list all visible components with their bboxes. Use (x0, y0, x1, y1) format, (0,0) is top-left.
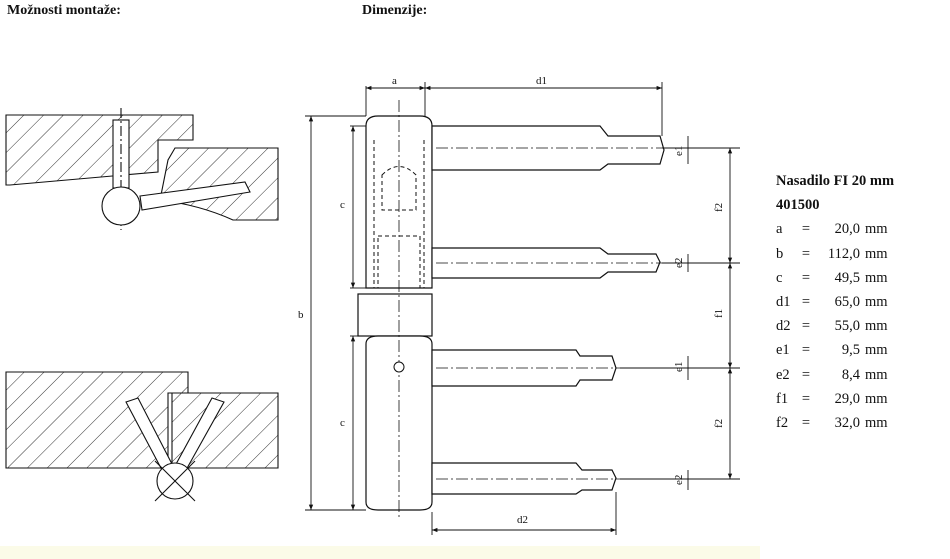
spec-unit: mm (865, 390, 888, 407)
spec-unit: mm (865, 342, 888, 359)
spec-key: d2 (776, 318, 791, 335)
spec-value: 112,0 (827, 245, 860, 262)
spec-key: f1 (776, 390, 789, 407)
dim-label-a: a (392, 75, 397, 87)
pin-lower-2 (431, 462, 617, 495)
spec-row-d2: d2 = 55,0 mm (776, 314, 894, 338)
spec-equals: = (801, 390, 811, 407)
right-frame-section (171, 392, 279, 469)
hinge-drawing (357, 115, 665, 511)
spec-value: 29,0 (834, 390, 860, 407)
spec-row-f1: f1 = 29,0 mm (776, 387, 894, 411)
spec-row-d1: d1 = 65,0 mm (776, 290, 894, 314)
dim-label-b: b (298, 309, 304, 321)
spec-panel: Nasadilo FI 20 mm 401500 a = 20,0 mm b = 112,0… (776, 169, 894, 435)
hinge-barrel-circle (101, 186, 141, 226)
spec-equals: = (801, 269, 811, 286)
spec-row-e1: e1 = 9,5 mm (776, 338, 894, 362)
technical-drawing: a d1 b c c d2 f2 f1 f2 e1 e2 e1 e2 (5, 75, 740, 535)
mounting-option-top (5, 108, 279, 230)
spec-key: c (776, 269, 783, 286)
spec-value: 65,0 (834, 294, 860, 311)
product-title: Nasadilo FI 20 mm (776, 173, 895, 189)
dim-label-f2-lower: f2 (713, 419, 725, 428)
dim-label-d1: d1 (536, 75, 547, 87)
spec-key: f2 (776, 415, 789, 432)
spec-row-a: a = 20,0 mm (776, 217, 894, 241)
lower-frame-section (159, 147, 279, 221)
dim-label-e2-lower: e2 (673, 475, 685, 485)
screw-hole (393, 361, 405, 373)
center-lines (398, 100, 670, 520)
spec-value: 20,0 (834, 221, 860, 238)
dim-label-e2-upper: e2 (673, 258, 685, 268)
dimension-lines (305, 82, 740, 535)
spec-key: e1 (776, 342, 790, 359)
spec-unit: mm (865, 415, 888, 432)
middle-ring (357, 293, 433, 337)
spec-equals: = (801, 366, 811, 383)
spec-key: a (776, 221, 783, 238)
spec-value: 55,0 (834, 318, 860, 335)
spec-row-b: b = 112,0 mm (776, 242, 894, 266)
spec-value: 49,5 (834, 269, 860, 286)
spec-key: e2 (776, 366, 790, 383)
spec-unit: mm (865, 318, 888, 335)
spec-row-e2: e2 = 8,4 mm (776, 363, 894, 387)
dim-label-d2: d2 (517, 514, 528, 526)
spec-key: b (776, 245, 784, 262)
spec-unit: mm (865, 366, 888, 383)
spec-unit: mm (865, 221, 888, 238)
spec-value: 8,4 (841, 366, 860, 383)
spec-equals: = (801, 245, 811, 262)
spec-equals: = (801, 221, 811, 238)
dimensions-heading: Dimenzije: (362, 3, 428, 18)
left-frame-section (5, 371, 189, 469)
spec-unit: mm (865, 245, 888, 262)
spec-equals: = (801, 294, 811, 311)
mounting-option-bottom (5, 371, 279, 502)
cross-line-2 (154, 460, 196, 502)
spec-equals: = (801, 415, 811, 432)
hidden-lines (373, 140, 425, 289)
spec-equals: = (801, 318, 811, 335)
spec-row-f2: f2 = 32,0 mm (776, 411, 894, 435)
product-code: 401500 (776, 197, 820, 214)
spec-list: a = 20,0 mm b = 112,0 mm c = 49,5 mm d1 = 65,0 mm d2 = 55,… (776, 217, 894, 435)
spec-unit: mm (865, 294, 888, 311)
dim-label-e1-lower: e1 (673, 362, 685, 372)
dim-label-c-upper: c (340, 199, 345, 211)
dim-label-f1: f1 (713, 309, 725, 318)
footer-band (0, 546, 760, 559)
dim-label-c-lower: c (340, 417, 345, 429)
spec-row-c: c = 49,5 mm (776, 266, 894, 290)
upper-frame-section (5, 114, 194, 186)
spec-value: 9,5 (841, 342, 860, 359)
dim-label-e1-upper: e1 (673, 146, 685, 156)
spec-unit: mm (865, 269, 888, 286)
spec-value: 32,0 (834, 415, 860, 432)
spec-equals: = (801, 342, 811, 359)
spec-key: d1 (776, 294, 791, 311)
angled-pin (139, 181, 251, 211)
mounting-heading: Možnosti montaže: (7, 3, 121, 18)
dim-label-f2-upper: f2 (713, 203, 725, 212)
